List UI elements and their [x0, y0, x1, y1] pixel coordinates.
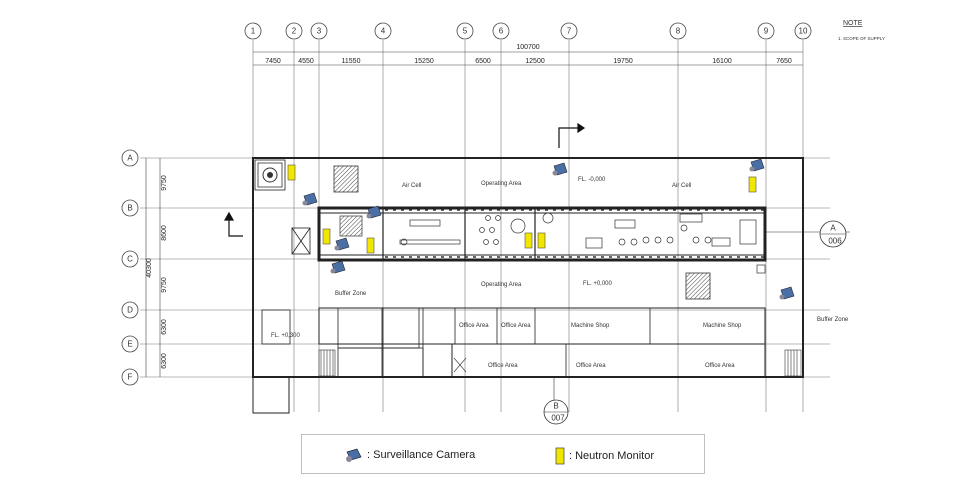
hot-cell-equipment: [339, 212, 766, 274]
row-label-e: E: [127, 340, 132, 349]
col-label-5: 5: [463, 27, 468, 36]
legend: : Surveillance Camera : Neutron Monitor: [301, 434, 705, 474]
label-office-1: Office Area: [459, 323, 489, 329]
label-office-3: Office Area: [488, 363, 518, 369]
surveillance-camera-icon: [749, 158, 765, 172]
col-label-9: 9: [764, 27, 769, 36]
spacing-8: 16100: [712, 58, 732, 65]
label-elevation-left: FL. +0,300: [271, 333, 301, 339]
section-b-ref: 007: [551, 414, 565, 423]
section-a-ref: 006: [828, 237, 842, 246]
spacing-2: 4550: [298, 58, 314, 65]
section-marker-b: B 007: [543, 377, 569, 425]
overall-width-label: 100700: [516, 44, 539, 51]
label-machine-shop-2: Machine Shop: [703, 323, 742, 329]
direction-arrows: [223, 122, 586, 237]
row-label-f: F: [128, 373, 133, 382]
legend-monitor-label: : Neutron Monitor: [569, 450, 654, 462]
row-label-d: D: [127, 306, 133, 315]
label-office-5: Office Area: [705, 363, 735, 369]
overall-height-label: 40300: [146, 258, 153, 278]
column-bubbles: 1 2 3 4 5 6 7 8 9 10: [244, 22, 812, 40]
neutron-monitor-icon: [322, 228, 331, 245]
row-spacing-5: 6300: [161, 353, 168, 369]
spacing-6: 12500: [525, 58, 545, 65]
surveillance-camera-icon: [334, 237, 350, 251]
legend-monitor: : Neutron Monitor: [554, 447, 654, 465]
hatched-pits: [257, 162, 711, 300]
label-buffer-zone-left: Buffer Zone: [335, 291, 367, 297]
spacing-9: 7650: [776, 58, 792, 65]
neutron-monitor-icon: [748, 176, 757, 193]
row-bubbles: A B C D E F: [121, 149, 139, 386]
row-label-b: B: [127, 204, 132, 213]
col-label-2: 2: [292, 27, 297, 36]
legend-camera: : Surveillance Camera: [344, 447, 475, 463]
overall-dimension: 100700: [253, 44, 803, 66]
section-a-letter: A: [830, 224, 836, 233]
label-operating-area-top: Operating Area: [481, 181, 522, 187]
spacing-4: 15250: [414, 58, 434, 65]
col-label-6: 6: [499, 27, 504, 36]
row-dimensions: 40300 9750 8600 9750 6300 6300: [145, 158, 168, 377]
building-walls: [252, 157, 804, 414]
label-machine-shop-1: Machine Shop: [571, 323, 610, 329]
surveillance-camera-icon: [779, 286, 795, 300]
room-labels: Air Cell Operating Area Air Cell Operati…: [271, 177, 849, 369]
col-label-7: 7: [567, 27, 572, 36]
label-air-cell-1: Air Cell: [402, 183, 421, 189]
spacing-5: 6500: [475, 58, 491, 65]
label-buffer-zone-right: Buffer Zone: [817, 317, 849, 323]
row-spacing-1: 9750: [161, 175, 168, 191]
col-label-8: 8: [676, 27, 681, 36]
label-office-4: Office Area: [576, 363, 606, 369]
label-elevation-main: FL. +0,000: [583, 281, 613, 287]
neutron-monitor-icon: [524, 232, 533, 249]
section-marker-a: A 006: [766, 220, 850, 248]
column-gridlines: [252, 40, 804, 412]
neutron-monitors: [287, 164, 757, 254]
surveillance-camera-icon: [552, 162, 568, 176]
label-office-2: Office Area: [501, 323, 531, 329]
stairs: [318, 349, 802, 377]
label-operating-area-bottom: Operating Area: [481, 282, 522, 288]
neutron-monitor-icon: [366, 237, 375, 254]
cell-windows: [385, 209, 765, 258]
neutron-monitor-icon: [537, 232, 546, 249]
spacing-1: 7450: [265, 58, 281, 65]
row-spacing-4: 6300: [161, 319, 168, 335]
label-air-cell-2: Air Cell: [672, 183, 691, 189]
neutron-monitor-icon: [555, 447, 565, 465]
surveillance-camera-icon: [302, 192, 318, 206]
row-spacing-2: 8600: [161, 225, 168, 241]
spacing-3: 11550: [342, 58, 361, 65]
col-label-4: 4: [381, 27, 386, 36]
row-label-a: A: [127, 154, 133, 163]
column-spacing-dimensions: 7450 4550 11550 15250 6500 12500 19750 1…: [265, 58, 792, 65]
surveillance-camera-icon: [366, 205, 382, 219]
spacing-7: 19750: [613, 58, 633, 65]
neutron-monitor-icon: [287, 164, 296, 181]
row-label-c: C: [127, 255, 133, 264]
col-label-10: 10: [799, 27, 808, 36]
label-elevation-upper: FL. -0,000: [578, 177, 606, 183]
col-label-3: 3: [317, 27, 322, 36]
note-title: NOTE: [843, 20, 863, 27]
surveillance-camera-icon: [330, 260, 346, 274]
legend-camera-label: : Surveillance Camera: [367, 449, 476, 461]
section-b-letter: B: [553, 402, 558, 411]
row-spacing-3: 9750: [161, 277, 168, 293]
col-label-1: 1: [251, 27, 256, 36]
surveillance-camera-icon: [346, 448, 362, 462]
surveillance-cameras: [302, 158, 795, 300]
note-line: 1. SCOPE OF SUPPLY: [838, 36, 885, 41]
